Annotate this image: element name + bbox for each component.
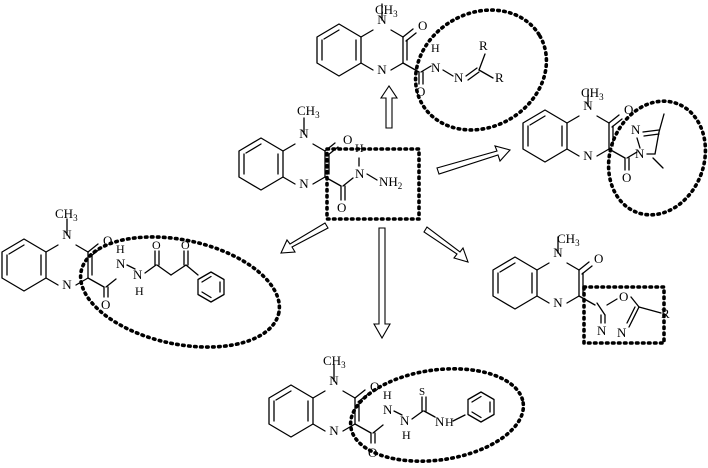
atom-n2-pyrazole: N xyxy=(631,122,641,137)
hydrazone-structure: N N O CH3 O H N N R R xyxy=(316,2,504,99)
arrow-right-upper xyxy=(436,145,512,175)
central-hydrazide-structure: N N O CH3 O H N NH2 xyxy=(238,103,402,215)
r-group: R xyxy=(661,306,670,321)
atom-h-2: H xyxy=(135,284,144,298)
atom-n1: N xyxy=(329,423,339,438)
atom-o-ketone: O xyxy=(594,251,603,266)
atom-o-ketone-2: O xyxy=(181,238,190,252)
methyl-label: CH3 xyxy=(297,103,320,120)
atom-nh: N xyxy=(431,60,441,75)
arrow-left-lower xyxy=(280,222,329,254)
atom-n4: N xyxy=(329,373,339,388)
r-group-2: R xyxy=(495,70,504,85)
atom-n4: N xyxy=(583,98,593,113)
atom-o-amide: O xyxy=(337,200,346,215)
atom-o-amide: O xyxy=(101,297,110,312)
atom-n1: N xyxy=(583,148,593,163)
atom-nh-2: N xyxy=(133,267,143,282)
atom-o-ketone: O xyxy=(370,379,379,394)
methyl-label: CH3 xyxy=(55,206,78,223)
atom-o-amide: O xyxy=(368,445,377,460)
atom-o-amide: O xyxy=(622,170,631,185)
highlight-ellipse-hydrazone xyxy=(413,8,549,132)
atom-nh-1: N xyxy=(383,402,393,417)
atom-h: H xyxy=(431,41,440,55)
highlight-box-oxadiazole xyxy=(582,285,666,345)
atom-o-ketone: O xyxy=(103,233,112,248)
methyl-label: CH3 xyxy=(375,2,398,19)
highlight-ellipse-pyrazole xyxy=(606,99,708,217)
atom-s: S xyxy=(419,386,425,398)
atom-h-2: H xyxy=(402,428,411,442)
atom-nh-2: N xyxy=(400,413,410,428)
atom-o-ketone: O xyxy=(418,18,427,33)
arrow-down xyxy=(373,227,391,340)
highlight-box-hydrazide xyxy=(325,147,421,221)
atom-o-ketone: O xyxy=(343,132,352,147)
arrow-right-lower xyxy=(423,226,469,263)
atom-n1: N xyxy=(62,277,72,292)
atom-nh-1: N xyxy=(116,256,126,271)
atom-h-1: H xyxy=(116,242,125,256)
atom-n1: N xyxy=(553,295,563,310)
pyrazole-structure: N N O CH3 O N N xyxy=(522,85,665,185)
atom-n4: N xyxy=(299,126,309,141)
arrow-up xyxy=(379,85,399,129)
atom-nh: N xyxy=(355,166,365,181)
highlight-ellipse-keto-amide xyxy=(78,235,282,349)
highlight-ellipse-thiosemicarbazide xyxy=(348,367,526,463)
atom-h-3: H xyxy=(445,415,454,429)
keto-amide-structure: N N O CH3 O H N N H O O xyxy=(1,206,225,312)
thiosemicarbazide-structure: N N O CH3 O H N N H S N H xyxy=(268,353,495,460)
methyl-label: CH3 xyxy=(557,231,580,248)
methyl-label: CH3 xyxy=(581,85,604,102)
atom-n4: N xyxy=(553,245,563,260)
atom-nh-3: N xyxy=(435,414,445,429)
atom-h-1: H xyxy=(383,388,392,402)
atom-n1: N xyxy=(377,62,387,77)
oxadiazole-structure: N N O CH3 N N O R xyxy=(492,231,670,340)
atom-o-amide: O xyxy=(416,84,425,99)
atom-n3-oxadiazole: N xyxy=(597,323,607,338)
atom-n1-pyrazole: N xyxy=(635,146,645,161)
atom-o-amide-2: O xyxy=(152,238,161,252)
atom-n4: N xyxy=(62,227,72,242)
atom-n4-oxadiazole: N xyxy=(617,325,627,340)
atom-n4: N xyxy=(377,12,387,27)
r-group-1: R xyxy=(479,38,488,53)
methyl-label: CH3 xyxy=(323,353,346,370)
atom-o-oxadiazole: O xyxy=(619,289,628,304)
atom-n1: N xyxy=(299,176,309,191)
atom-o-ketone: O xyxy=(624,102,633,117)
nh2-label: NH2 xyxy=(379,174,402,191)
atom-n-imine: N xyxy=(454,70,464,85)
